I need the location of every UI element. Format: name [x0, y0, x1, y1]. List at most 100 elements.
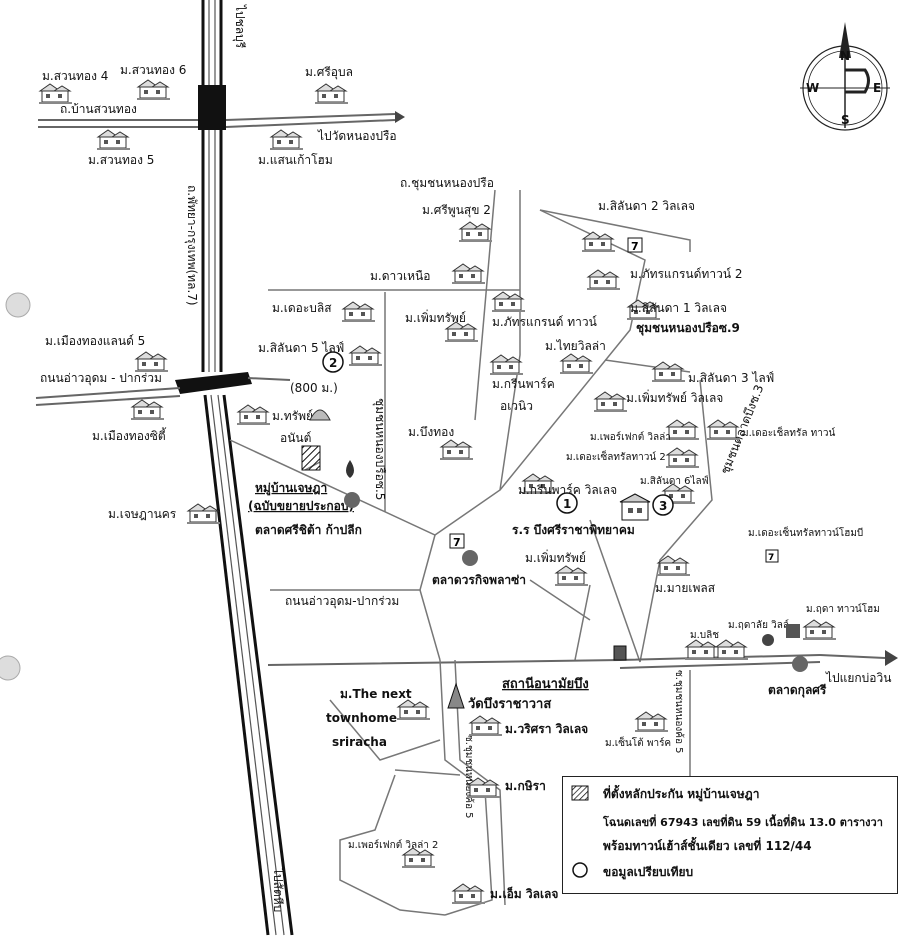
- road-label-soi-5: ชุมชนหนองปรือซ.5: [372, 398, 387, 500]
- house-icon: [586, 269, 621, 291]
- comparable-marker-number: 3: [659, 499, 667, 513]
- village-label: อเวนิว: [500, 399, 533, 413]
- village-label: ม.ภัทรแกรนด์ทาวน์ 2: [630, 267, 742, 281]
- house-icon: [444, 321, 479, 343]
- road-label-soi-nongkor-2: ซ.ชุมชนหนองค้อ 5: [463, 735, 475, 819]
- distance-label: (800 ม.): [290, 381, 338, 395]
- village-label: ม.กรีนพาร์ค วิลเลจ: [518, 483, 617, 497]
- legend-line-4: ขอมูลเปรียบเทียบ: [603, 865, 694, 879]
- svg-text:7: 7: [453, 536, 461, 549]
- road-label-to-wat-nong-prue: ไปวัดหนองปรือ: [317, 129, 397, 143]
- village-label: ม.บึงทอง: [408, 425, 454, 439]
- village-label: ชุมชนหนองปรือซ.9: [636, 321, 740, 336]
- village-label: ม.เซ็นโต้ พาร์ค: [605, 735, 671, 749]
- school-label: ร.ร บึงศรีราชาพิทยาคม: [512, 523, 635, 537]
- road-label-suan-thong: ถ.บ้านสวนทอง: [60, 102, 137, 116]
- binder-hole: [5, 292, 31, 318]
- market-2-label: ตลาดวรกิจพลาซ่า: [432, 573, 526, 587]
- village-label: ม.มายเพลส: [655, 581, 716, 595]
- road-label-to-bo-win: ไปแยกบ่อวิน: [825, 671, 891, 685]
- hatch-legend-icon: [571, 785, 589, 801]
- compass-n: N: [840, 49, 850, 63]
- road-label-ao-udom-1: ถนนอ่าวอุดม - ปากร่วม: [40, 371, 162, 386]
- road-label-ao-udom-2: ถนนอ่าวอุดม-ปากร่วม: [285, 594, 399, 609]
- house-icon: [451, 883, 486, 905]
- village-markers: ม.สวนทอง 4 ม.สวนทอง 6 ม.ศรีอุบล ม.สวนทอง…: [38, 63, 880, 905]
- map-legend: ที่ตั้งหลักประกัน หมู่บ้านเจษฎา โฉนดเลขท…: [562, 776, 898, 894]
- school-icon: [619, 493, 651, 521]
- svg-text:7: 7: [768, 553, 774, 563]
- village-label: ม.สิลันดา 5 ไลฟ์: [258, 341, 344, 355]
- health-station-label: สถานีอนามัยบึง: [502, 676, 589, 692]
- village-label: ม.เพิ่มทรัพย์: [525, 549, 586, 565]
- village-label: ม.เพอร์เฟกต์ วิลล่า: [590, 431, 671, 443]
- house-icon: [401, 847, 436, 869]
- house-icon: [665, 447, 700, 469]
- convenience-store-icon: 7: [765, 549, 779, 563]
- village-label: ม.เดอะเซ็นทรัลทาวน์โฮมบี: [748, 525, 863, 539]
- road-label-to-chonburi: ไปชลบุรี: [232, 4, 247, 49]
- house-icon: [236, 404, 271, 426]
- village-label: ม.เพอร์เฟกต์ วิลล่า 2: [348, 839, 438, 851]
- village-label: ม.เพิ่มทรัพย์ วิลเลจ: [626, 389, 723, 405]
- comparable-marker-number: 1: [563, 497, 571, 511]
- house-icon: [554, 565, 589, 587]
- house-icon: [136, 79, 171, 101]
- house-icon: [468, 715, 503, 737]
- compass-rose-icon: N E S W: [800, 22, 890, 131]
- house-icon: [269, 129, 304, 151]
- circle-legend-icon: [572, 862, 588, 878]
- road-label-chumchon-nong-prue: ถ.ชุมชนหนองปรือ: [400, 176, 494, 191]
- village-label: ม.ศรีพูนสุข 2: [422, 203, 491, 218]
- house-icon: [38, 83, 73, 105]
- gas-station-icon: [309, 409, 331, 421]
- target-village-note: (ฉบับขยายประกอบ): [248, 499, 354, 513]
- house-icon: [706, 419, 741, 441]
- market-icon: [462, 550, 478, 566]
- village-label: ม.ฤดา ทาวน์โฮม: [806, 602, 880, 615]
- house-icon: [348, 345, 383, 367]
- road-label-to-sattahip: ไปสัตหีบ: [271, 867, 285, 912]
- house-icon: [714, 639, 749, 661]
- house-icon: [651, 361, 686, 383]
- house-icon: [559, 353, 594, 375]
- target-village-hatch-icon: [301, 445, 321, 471]
- convenience-store-icon: 7: [449, 533, 465, 549]
- village-label: ม.เจษฎานคร: [108, 507, 177, 521]
- village-label: ม.แสนเก้าโฮม: [258, 153, 333, 167]
- village-label: ม.ศรีอุบล: [305, 65, 353, 80]
- village-label: ม.ดาวเหนือ: [370, 269, 430, 283]
- comparable-marker-3: [652, 494, 674, 516]
- target-village-name: หมู่บ้านเจษฎา: [255, 481, 327, 496]
- house-icon: [130, 399, 165, 421]
- fuel-drop-icon: [346, 460, 354, 478]
- village-label: ม.สิลันดา 2 วิลเลจ: [598, 199, 695, 213]
- village-label: ม.The next: [340, 687, 412, 701]
- fuel-drop-icon: [762, 634, 774, 646]
- temple-icon: [447, 682, 465, 709]
- house-icon: [134, 351, 169, 373]
- landmarks: หมู่บ้านเจษฎา (ฉบับขยายประกอบ) ตลาดศรีชิ…: [248, 237, 827, 712]
- compass-s: S: [841, 113, 850, 127]
- comparable-markers: 2 1 3: [322, 351, 674, 516]
- village-label: ม.เพิ่มทรัพย์: [405, 309, 466, 325]
- village-label: ม.สิลันดา 3 ไลฟ์: [688, 371, 774, 385]
- convenience-store-icon: 7: [627, 237, 643, 253]
- house-icon: [439, 439, 474, 461]
- village-label: ม.เดอะเซ็ลทรัลทาวน์ 2: [566, 449, 666, 463]
- village-label: ม.กรีนพาร์ค: [492, 377, 555, 391]
- house-icon: [634, 711, 669, 733]
- village-label: ม.สวนทอง 4: [42, 69, 108, 83]
- house-icon: [341, 301, 376, 323]
- market-3-label: ตลาดกุลศรี: [768, 683, 827, 698]
- svg-text:7: 7: [631, 240, 639, 253]
- house-icon: [186, 503, 221, 525]
- village-label: ม.สวนทอง 5: [88, 153, 154, 167]
- house-icon: [396, 699, 431, 721]
- village-label: ม.สิลันดา 6ไลฟ์: [640, 475, 709, 487]
- village-label: ม.เมืองทองแลนด์ 5: [45, 334, 145, 348]
- market-1-label: ตลาดศรีชิต้า ก้าปลีก: [255, 523, 362, 537]
- village-label: townhome: [326, 711, 397, 725]
- comparable-marker-2: [322, 351, 344, 373]
